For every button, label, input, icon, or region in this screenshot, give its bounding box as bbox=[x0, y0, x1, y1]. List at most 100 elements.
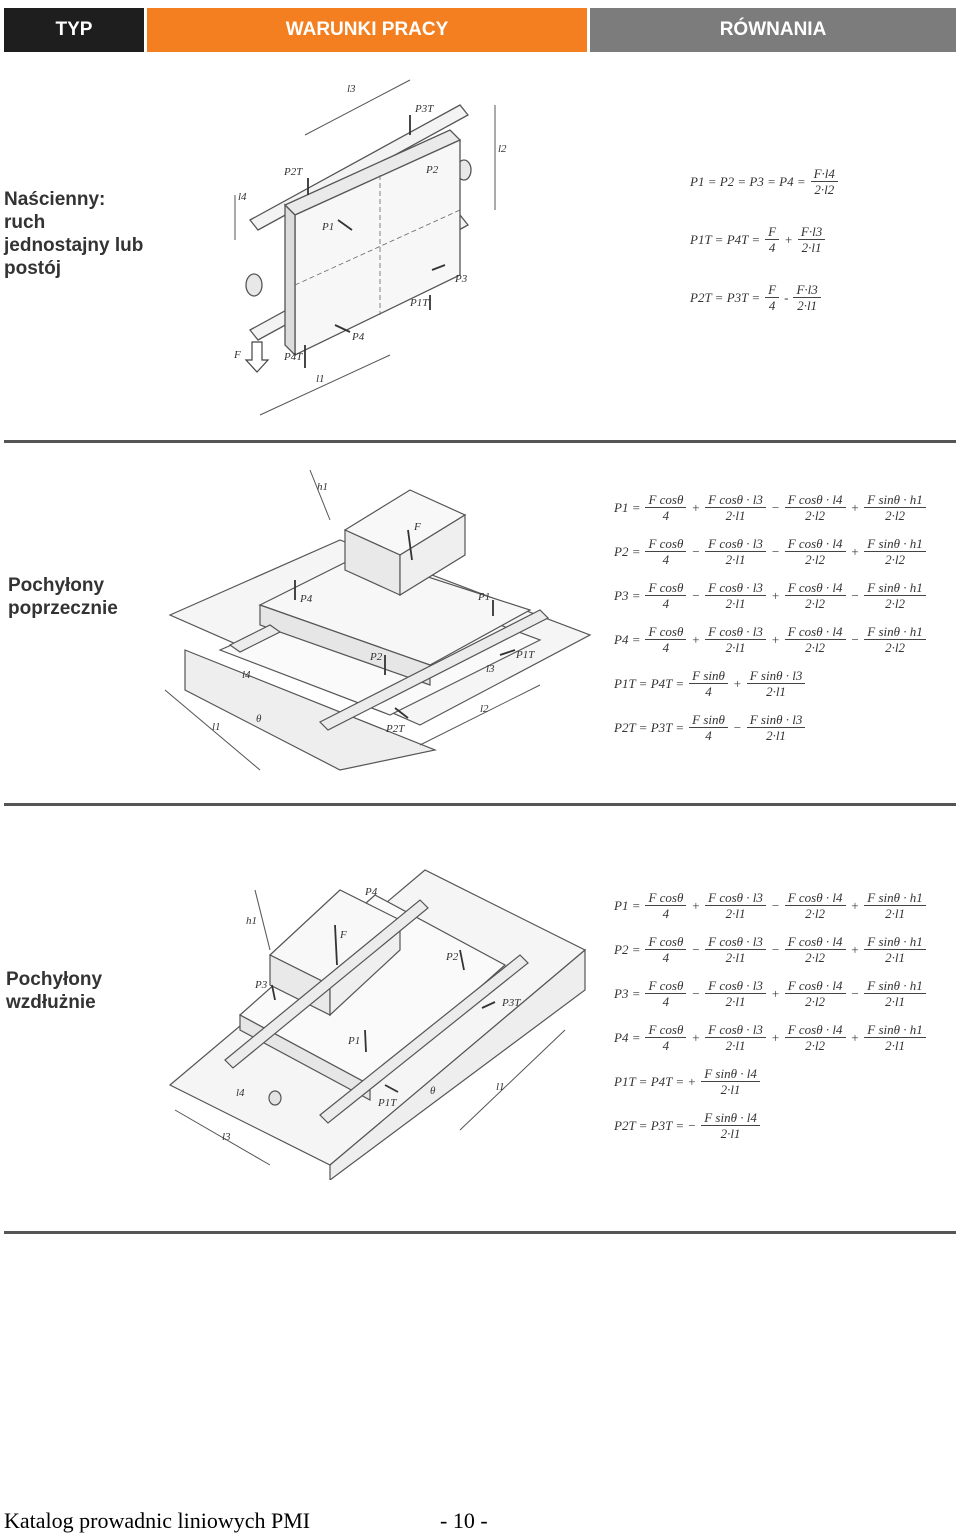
fraction-denominator: 4 bbox=[662, 1038, 670, 1053]
fraction-numerator: F cosθ bbox=[645, 536, 687, 552]
fraction-numerator: F sinθ · l4 bbox=[701, 1110, 760, 1126]
fraction-denominator: 2·l1 bbox=[725, 950, 746, 965]
section-divider-1 bbox=[4, 440, 956, 443]
fraction-numerator: F bbox=[765, 224, 780, 240]
dim-label: l3 bbox=[486, 663, 495, 675]
fraction-numerator: F cosθ · l4 bbox=[784, 492, 846, 508]
force-label: P4 bbox=[364, 886, 378, 898]
fraction-denominator: 2·l1 bbox=[797, 298, 818, 313]
equation-operator: − bbox=[770, 543, 780, 559]
force-label: P3 bbox=[454, 273, 468, 285]
force-label: P1T bbox=[515, 649, 535, 661]
fraction-numerator: F cosθ · l3 bbox=[705, 1022, 766, 1038]
fraction-denominator: 4 bbox=[662, 994, 670, 1009]
fraction-denominator: 2·l1 bbox=[801, 240, 822, 255]
section-divider-2 bbox=[4, 803, 956, 806]
fraction-denominator: 2·l1 bbox=[720, 1126, 741, 1141]
fraction-numerator: F cosθ bbox=[645, 580, 687, 596]
force-label: P4 bbox=[351, 331, 365, 343]
dim-label: l3 bbox=[347, 83, 356, 95]
fraction-denominator: 4 bbox=[662, 596, 670, 611]
equation-operator: − bbox=[691, 941, 701, 957]
angle-label: θ bbox=[256, 713, 262, 725]
fraction-denominator: 4 bbox=[662, 950, 670, 965]
equation-operator: − bbox=[770, 499, 780, 515]
equation-operator: + bbox=[784, 231, 793, 247]
equation-operator: − bbox=[850, 587, 860, 603]
angle-label: θ bbox=[430, 1085, 436, 1097]
fraction-numerator: F cosθ · l4 bbox=[784, 978, 846, 994]
fraction-numerator: F cosθ · l4 bbox=[784, 890, 846, 906]
force-label: F bbox=[339, 929, 347, 941]
force-label: P4T bbox=[283, 351, 303, 363]
equation-operator: − bbox=[850, 985, 860, 1001]
dim-label: l1 bbox=[496, 1081, 505, 1093]
fraction-numerator: F cosθ · l3 bbox=[705, 536, 766, 552]
fraction-numerator: F sinθ · h1 bbox=[864, 580, 926, 596]
fraction-numerator: F sinθ · l3 bbox=[746, 712, 806, 728]
header-rownania: RÓWNANIA bbox=[590, 8, 956, 52]
fraction-numerator: F bbox=[765, 282, 780, 298]
equation-lhs: P2T = P3T = bbox=[690, 289, 761, 305]
dim-label: l3 bbox=[222, 1131, 231, 1143]
diagram-longitudinal-inclined: h1 P4 F P3 P2 P1 P3T l3 l4 P1T θ l1 bbox=[168, 869, 587, 1180]
equation-operator: + bbox=[691, 1029, 701, 1045]
fraction-numerator: F sinθ · h1 bbox=[864, 978, 926, 994]
equation-operator: − bbox=[691, 543, 701, 559]
force-label: P3 bbox=[254, 979, 268, 991]
equation-operator: + bbox=[691, 499, 701, 515]
fraction-numerator: F cosθ · l3 bbox=[705, 934, 766, 950]
equation-operator: − bbox=[732, 719, 742, 735]
fraction-numerator: F cosθ bbox=[645, 890, 687, 906]
dim-label: l4 bbox=[238, 191, 247, 203]
fraction-denominator: 4 bbox=[768, 240, 776, 255]
fraction-denominator: 2·l1 bbox=[885, 906, 905, 921]
fraction-denominator: 4 bbox=[662, 640, 670, 655]
equation-lhs: P2 = bbox=[614, 543, 641, 559]
fraction-denominator: 2·l1 bbox=[725, 994, 746, 1009]
equation-operator: − bbox=[691, 985, 701, 1001]
equation-operator: − bbox=[770, 897, 780, 913]
equation-lhs: P2 = bbox=[614, 941, 641, 957]
fraction-denominator: 2·l1 bbox=[885, 1038, 905, 1053]
equation-lhs: P1T = P4T = bbox=[614, 675, 685, 691]
fraction-denominator: 2·l1 bbox=[885, 994, 905, 1009]
fraction-denominator: 2·l1 bbox=[725, 1038, 746, 1053]
equation-lhs: P3 = bbox=[614, 985, 641, 1001]
fraction-numerator: F cosθ bbox=[645, 1022, 687, 1038]
equation-operator: − bbox=[850, 631, 860, 647]
equation-operator: + bbox=[850, 897, 860, 913]
fraction-denominator: 2·l2 bbox=[885, 596, 905, 611]
section-3-label: Pochyłony wzdłużnie bbox=[6, 969, 103, 1013]
equation-lhs: P3 = bbox=[614, 587, 641, 603]
force-label: P2 bbox=[445, 951, 459, 963]
equation-lhs: P1 = bbox=[614, 897, 641, 913]
fraction-denominator: 2·l1 bbox=[766, 684, 786, 699]
fraction-numerator: F sinθ · l3 bbox=[746, 668, 806, 684]
fraction-numerator: F cosθ · l4 bbox=[784, 1022, 846, 1038]
